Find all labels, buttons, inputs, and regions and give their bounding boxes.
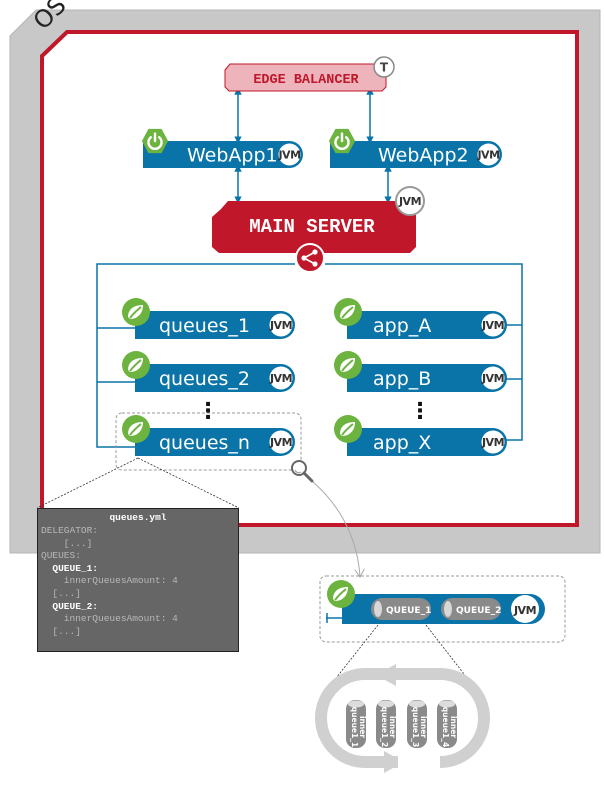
yaml-line: QUEUE_1: — [41, 562, 99, 574]
yaml-line: QUEUES: — [41, 550, 81, 562]
app-service-node-label: app_A — [373, 315, 431, 337]
queue-service-node-label: queues_1 — [159, 315, 250, 337]
edge-balancer-label: EDGE BALANCER — [253, 73, 359, 88]
svg-text:JVM: JVM — [481, 372, 504, 385]
svg-text:JVM: JVM — [513, 604, 536, 617]
yaml-line: innerQueuesAmount: 4 — [41, 613, 178, 625]
edge-balancer[interactable]: EDGE BALANCER T — [224, 56, 395, 92]
arrow-head-bottom — [384, 751, 404, 773]
webapp-node[interactable]: WebApp2 JVM — [327, 127, 502, 168]
queue-service-node[interactable]: queues_n JVM — [121, 414, 295, 456]
jvm-badge: JVM — [269, 366, 293, 390]
queue-service-node-label: queues_n — [159, 432, 250, 454]
yaml-line: QUEUE_2: — [41, 600, 99, 612]
yaml-line: [...] — [41, 537, 93, 549]
share-icon[interactable] — [295, 243, 325, 273]
zoom-arrow — [312, 481, 360, 577]
spring-leaf-icon — [121, 414, 151, 444]
app-service-node-label: app_B — [373, 368, 431, 390]
yaml-line: DELEGATOR: — [41, 525, 99, 536]
queue-service-node[interactable]: queues_2 JVM — [121, 350, 295, 392]
svg-text:inner: inner — [449, 716, 458, 738]
app-service-node[interactable]: app_B JVM — [333, 350, 507, 392]
yaml-callout-line-right — [137, 457, 240, 509]
svg-text:inner: inner — [419, 716, 428, 738]
jvm-badge: JVM — [476, 143, 500, 166]
svg-text:JVM: JVM — [476, 149, 499, 162]
app-service-node-label: app_X — [373, 432, 431, 454]
svg-text:JVM: JVM — [398, 195, 421, 208]
svg-text:JVM: JVM — [269, 319, 292, 332]
queues-ellipsis: ⋮ — [197, 399, 219, 424]
zoomed-service-panel: QUEUE_1 QUEUE_2 JVM — [319, 575, 566, 643]
spring-leaf-icon — [333, 350, 363, 380]
queue-pill-label: QUEUE_1 — [386, 606, 431, 616]
spring-leaf-icon — [121, 350, 151, 380]
spring-leaf-icon — [121, 297, 151, 327]
svg-text:JVM: JVM — [269, 372, 292, 385]
tomcat-badge: T — [373, 56, 395, 78]
webapp-node-label: WebApp2 — [378, 145, 469, 167]
zoomed-service[interactable]: QUEUE_1 QUEUE_2 JVM — [326, 579, 545, 624]
tomcat-badge-label: T — [380, 61, 389, 75]
spring-leaf-icon — [326, 579, 356, 609]
yaml-file-panel: queues.yml DELEGATOR: [...]QUEUES: QUEUE… — [37, 508, 239, 652]
queue-pill-label: QUEUE_2 — [456, 606, 501, 616]
jvm-badge: JVM — [269, 430, 293, 454]
main-server-label: MAIN SERVER — [249, 216, 375, 238]
queue-service-node[interactable]: queues_1 JVM — [121, 297, 295, 339]
queue-pill[interactable]: QUEUE_1 — [371, 598, 431, 620]
zoom-selection-box — [115, 412, 302, 471]
webapp-node-label: WebApp1 — [187, 145, 278, 167]
svg-text:queue1_3: queue1_3 — [411, 707, 420, 747]
apps-ellipsis: ⋮ — [409, 399, 431, 424]
jvm-badge: JVM — [481, 430, 505, 454]
main-server[interactable]: MAIN SERVER JVM — [212, 186, 425, 273]
queue-pill[interactable]: QUEUE_2 — [441, 598, 501, 620]
yaml-line: [...] — [41, 625, 81, 637]
yaml-callout-line-left — [36, 457, 139, 509]
jvm-badge: JVM — [277, 143, 301, 166]
spring-leaf-icon — [333, 297, 363, 327]
jvm-badge: JVM — [395, 186, 425, 216]
jvm-badge: JVM — [269, 313, 293, 337]
svg-text:JVM: JVM — [269, 436, 292, 449]
magnifier-icon[interactable] — [291, 460, 314, 483]
app-service-node[interactable]: app_X JVM — [333, 414, 507, 456]
svg-text:inner: inner — [358, 716, 367, 738]
yaml-file-title: queues.yml — [109, 512, 167, 523]
svg-text:JVM: JVM — [277, 149, 300, 162]
app-service-node[interactable]: app_A JVM — [333, 297, 507, 339]
svg-text:inner: inner — [388, 716, 397, 738]
jvm-badge: JVM — [511, 595, 539, 623]
jvm-badge: JVM — [481, 313, 505, 337]
svg-text:queue1_4: queue1_4 — [441, 707, 450, 747]
spring-leaf-icon — [333, 414, 363, 444]
yaml-line: [...] — [41, 587, 81, 599]
queue-service-node-label: queues_2 — [159, 368, 250, 390]
yaml-line: innerQueuesAmount: 4 — [41, 575, 178, 587]
svg-text:queue1_1: queue1_1 — [350, 707, 359, 747]
jvm-badge: JVM — [481, 366, 505, 390]
svg-text:JVM: JVM — [481, 319, 504, 332]
svg-text:queue1_2: queue1_2 — [380, 707, 389, 747]
svg-text:JVM: JVM — [481, 436, 504, 449]
arrow-head-top — [376, 664, 396, 686]
round-robin-arrows — [315, 668, 490, 768]
